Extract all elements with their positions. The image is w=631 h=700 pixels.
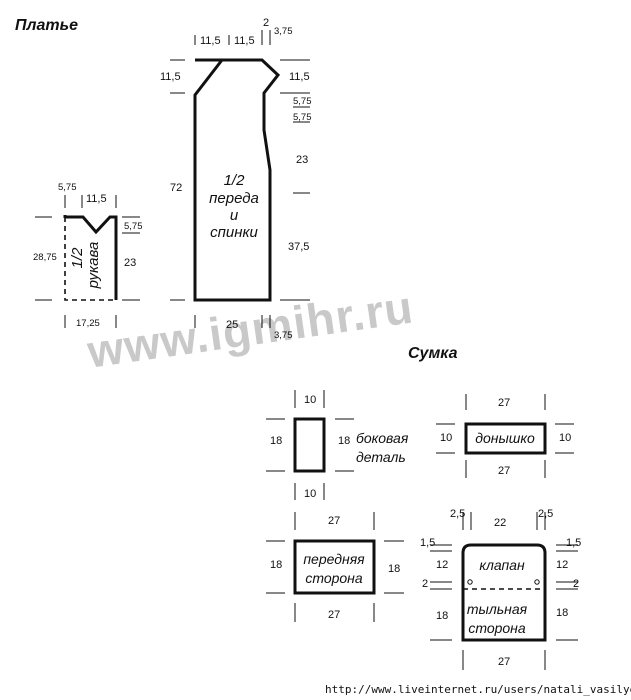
dress-body-dim-top-right: 3,75 (274, 26, 293, 37)
bag-flap-label: клапан (479, 557, 525, 573)
bag-front-label-1: передняя (303, 551, 365, 567)
bag-bottom-dim-left: 10 (440, 432, 452, 444)
bag-back-dim-right-a: 1,5 (566, 537, 581, 549)
bag-title: Сумка (408, 345, 458, 362)
dress-body-dim-top-mid: 11,5 (234, 35, 255, 47)
bag-front-dim-left: 18 (270, 559, 282, 571)
bag-side-label-1: боковая (356, 430, 409, 446)
bag-front-rect (293, 539, 376, 595)
sleeve-dim-top-right: 11,5 (86, 193, 107, 205)
button-hole-left (467, 579, 473, 585)
bag-back-piece: 2,5 22 2,5 1,5 12 2 18 1,5 12 2 18 27 кл… (420, 508, 581, 670)
bag-side-label-2: деталь (356, 449, 406, 465)
sleeve-dim-bottom: 17,25 (76, 318, 100, 329)
sleeve-dim-right-a: 5,75 (124, 221, 143, 232)
dress-body-dim-side-b: 5,75 (293, 112, 312, 123)
bag-back-dim-top-right: 2,5 (538, 508, 553, 520)
dress-body-dim-side-a: 5,75 (293, 96, 312, 107)
dress-body-dim-side-d: 37,5 (288, 241, 309, 253)
sleeve-dashed-edges (64, 217, 116, 301)
dress-body-dim-top-gap: 2 (263, 17, 269, 29)
dress-body-dim-shoulder: 11,5 (289, 71, 310, 83)
sleeve-label-2: рукава (85, 242, 102, 290)
dress-body-dim-bottom: 25 (226, 319, 238, 331)
dress-body-piece: 11,5 11,5 2 3,75 11,5 72 11,5 5,75 5,75 … (160, 17, 312, 341)
bag-back-dim-top-left: 2,5 (450, 508, 465, 520)
bag-back-dim-right-d: 18 (556, 607, 568, 619)
dress-body-dim-top-left: 11,5 (200, 35, 221, 47)
bag-back-dim-left-d: 18 (436, 610, 448, 622)
bag-bottom-dim-bottom: 27 (498, 465, 510, 477)
bag-front-label-2: сторона (305, 570, 363, 586)
bag-side-dim-right: 18 (338, 435, 350, 447)
watermark: www.igmihr.ru (83, 280, 416, 377)
sleeve-dim-top-left: 5,75 (58, 182, 77, 193)
bag-side-dim-top: 10 (304, 394, 316, 406)
bag-side-rect (293, 417, 326, 473)
bag-side-dim-left: 18 (270, 435, 282, 447)
bag-back-dim-left-c: 2 (422, 578, 428, 590)
dress-body-dim-side-c: 23 (296, 154, 308, 166)
bag-bottom-label: донышко (475, 430, 535, 446)
sleeve-dim-height: 28,75 (33, 252, 57, 263)
footer-url: http://www.liveinternet.ru/users/natali_… (325, 683, 631, 696)
button-hole-right (534, 579, 540, 585)
dress-title: Платье (15, 17, 78, 34)
dress-body-dim-neck: 11,5 (160, 71, 181, 83)
bag-back-dim-top-mid: 22 (494, 517, 506, 529)
bag-bottom-dim-right: 10 (559, 432, 571, 444)
bag-bottom-dim-top: 27 (498, 397, 510, 409)
bag-back-dim-bottom: 27 (498, 656, 510, 668)
dress-sleeve-piece: 5,75 11,5 28,75 5,75 23 17,25 1/2 рукава (33, 182, 143, 329)
bag-front-piece: 27 27 18 18 передняя сторона (266, 512, 404, 622)
bag-back-label-1: тыльная (467, 601, 528, 617)
dress-body-label-1: 1/2 (224, 172, 246, 189)
bag-front-dim-top: 27 (328, 515, 340, 527)
bag-back-dim-right-b: 12 (556, 559, 568, 571)
sleeve-dim-right-b: 23 (124, 257, 136, 269)
bag-bottom-piece: 27 27 10 10 донышко (436, 394, 574, 478)
bag-front-dim-right: 18 (388, 563, 400, 575)
sleeve-label-1: 1/2 (69, 247, 86, 269)
bag-side-piece: 10 10 18 18 боковая деталь (266, 390, 409, 500)
bag-back-dim-right-c: 2 (573, 578, 579, 590)
dress-body-outline (193, 58, 281, 302)
dress-body-dim-height: 72 (170, 182, 182, 194)
dress-body-dim-bottom-right: 3,75 (274, 330, 293, 341)
bag-back-outline (461, 543, 547, 642)
dress-body-label-4: спинки (210, 224, 258, 241)
bag-back-label-2: сторона (468, 620, 526, 636)
bag-front-dim-bottom: 27 (328, 609, 340, 621)
bag-side-dim-bottom: 10 (304, 488, 316, 500)
bag-back-dim-left-a: 1,5 (420, 537, 435, 549)
dress-body-label-3: и (230, 207, 239, 224)
bag-back-dim-left-b: 12 (436, 559, 448, 571)
dress-body-label-2: переда (209, 190, 259, 207)
bag-bottom-rect (464, 422, 547, 455)
